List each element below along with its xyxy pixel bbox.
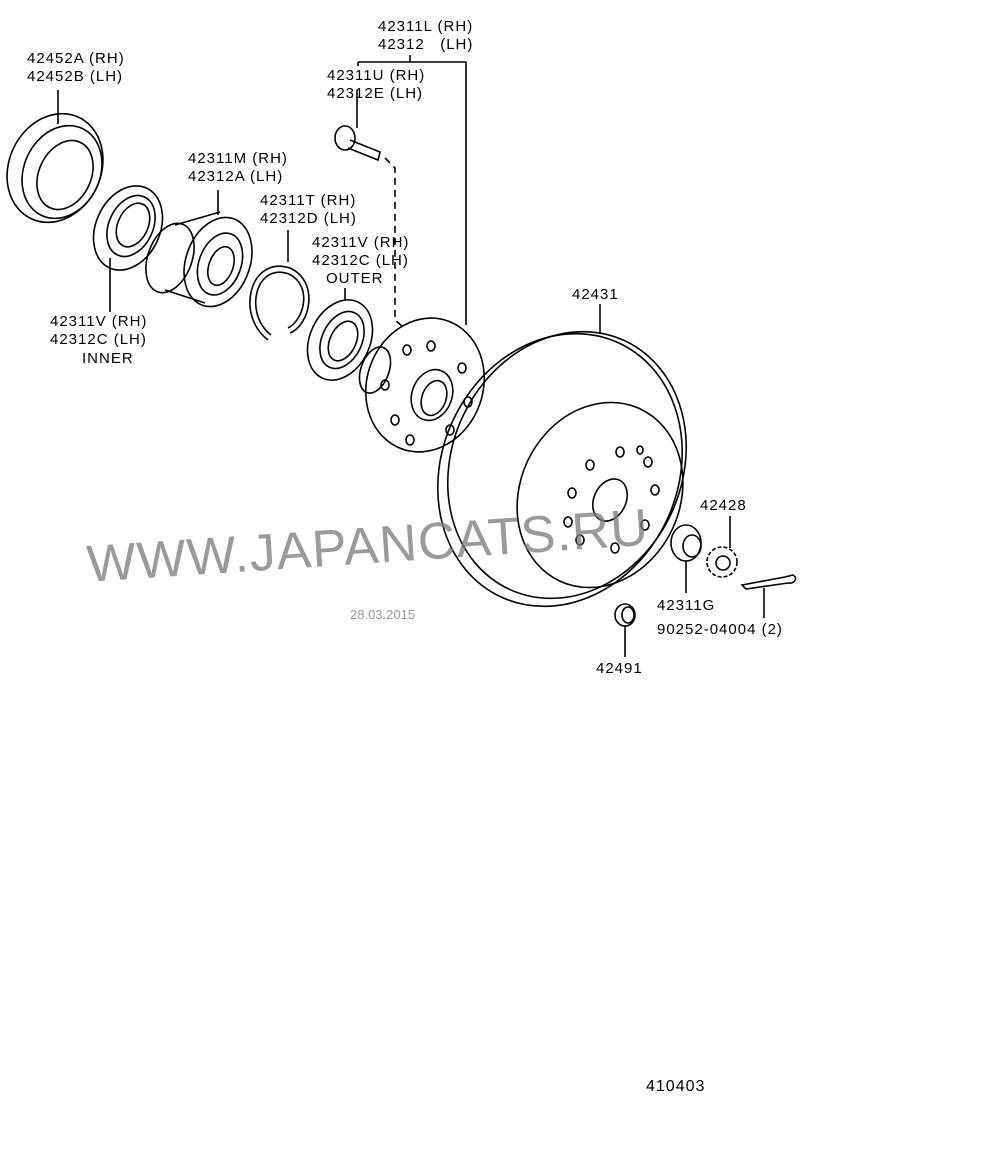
label-disc: 42431 (572, 286, 619, 303)
label-bearing-lh: 42312A (LH) (188, 168, 284, 185)
label-inner-seal-rh: 42311V (RH) (50, 313, 148, 330)
label-outer-note: OUTER (326, 270, 384, 287)
hub-bolt-part (334, 90, 403, 327)
snap-ring-part (249, 230, 310, 341)
label-lock-cap: 42428 (700, 497, 747, 514)
brake-disc-part (436, 304, 688, 608)
label-bolt-lh: 42312E (LH) (327, 85, 424, 102)
label-hub-lh: 42312 (LH) (378, 36, 474, 53)
grease-cap-part (614, 603, 636, 657)
outer-seal-part (306, 288, 374, 381)
lock-cap-part (706, 516, 738, 578)
label-outer-seal-lh: 42312C (LH) (312, 252, 409, 269)
label-cover-lh: 42452B (LH) (27, 68, 124, 85)
label-outer-seal-rh: 42311V (RH) (312, 234, 410, 251)
label-hub-rh: 42311L (RH) (378, 18, 474, 35)
axle-hub-part (357, 55, 486, 453)
label-inner-note: INNER (82, 350, 134, 367)
inner-seal-part (92, 185, 164, 312)
label-grease-cap: 42491 (596, 660, 643, 677)
label-bolt-rh: 42311U (RH) (327, 67, 426, 84)
label-cotter-pin: 90252-04004 (2) (657, 621, 783, 638)
hub-bearing-part (145, 190, 253, 308)
label-cover-rh: 42452A (RH) (27, 50, 125, 67)
label-inner-seal-lh: 42312C (LH) (50, 331, 147, 348)
dust-cover-part (6, 90, 104, 224)
watermark-date: 28.03.2015 (350, 607, 416, 622)
label-snapring-rh: 42311T (RH) (260, 192, 357, 209)
diagram-code: 410403 (646, 1078, 706, 1095)
label-nut: 42311G (657, 597, 716, 614)
label-bearing-rh: 42311M (RH) (188, 150, 288, 167)
cotter-pin-part (740, 574, 797, 618)
label-snapring-lh: 42312D (LH) (260, 210, 357, 227)
nut-part (670, 524, 702, 593)
